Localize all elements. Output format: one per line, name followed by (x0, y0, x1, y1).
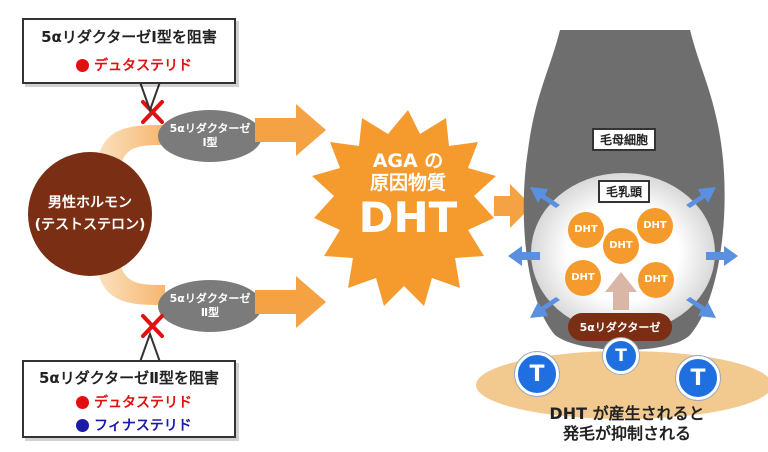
testosterone-marker: T (515, 352, 559, 396)
hormone-line1: 男性ホルモン (48, 195, 132, 211)
callout-type2-inhibition: 5αリダクターゼⅡ型を阻害 デュタステリド フィナステリド (22, 360, 236, 438)
dht-burst-big: DHT (358, 193, 458, 242)
small-dht-bursts (565, 208, 674, 298)
drug-item: フィナステリド (76, 415, 234, 435)
enzyme-type2-type: Ⅱ型 (200, 306, 220, 319)
dht-burst-label: AGA の 原因物質 DHT (330, 150, 486, 242)
drug-name: デュタステリド (94, 58, 192, 74)
dht-burst (312, 110, 496, 306)
hormone-label: 男性ホルモン (テストステロン) (28, 192, 152, 236)
drug-name: デュタステリド (94, 395, 192, 411)
small-dht-label: DHT (571, 272, 595, 283)
dermal-papilla-label: 毛乳頭 (598, 180, 651, 203)
testosterone-marker: T (676, 356, 720, 400)
callout-bottom-pointer (138, 331, 162, 363)
follicle-enzyme-label: 5αリダクターゼ (579, 321, 661, 334)
enzyme-type2-label: 5αリダクターゼ Ⅱ型 (160, 292, 260, 320)
hormone-circle (28, 152, 152, 276)
enzyme-type2-name: 5αリダクターゼ (169, 292, 251, 305)
enzyme-type1-type: Ⅰ型 (202, 136, 218, 149)
caption-line2: 発毛が抑制される (562, 424, 691, 443)
small-dht-label: DHT (643, 220, 667, 231)
enzyme-type1-label: 5αリダクターゼ Ⅰ型 (160, 122, 260, 150)
small-dht-label: DHT (609, 240, 633, 251)
hormone-line2: (テストステロン) (34, 217, 146, 233)
arrow-type1-to-dht (255, 104, 326, 156)
small-dht-label: DHT (644, 274, 668, 285)
drug-name: フィナステリド (94, 418, 192, 434)
outflow-arrows (508, 187, 738, 318)
drug-item: デュタステリド (76, 392, 234, 412)
callout-type1-title: 5αリダクターゼⅠ型を阻害 (41, 28, 217, 46)
arrow-type2-to-dht (255, 276, 326, 328)
callout-type2-title: 5αリダクターゼⅡ型を阻害 (38, 369, 220, 387)
dht-burst-line2: 原因物質 (369, 172, 446, 194)
hair-matrix-cell-label: 毛母細胞 (592, 128, 657, 151)
follicle-enzyme-pill: 5αリダクターゼ (568, 313, 672, 341)
drug-item: デュタステリド (76, 55, 234, 75)
enzyme-type2-oval (158, 280, 262, 332)
red-dot-icon (76, 58, 89, 72)
testosterone-marker: T (603, 338, 639, 374)
enzyme-up-arrow (605, 272, 637, 310)
callout-type1-inhibition: 5αリダクターゼⅠ型を阻害 デュタステリド (22, 18, 236, 84)
red-dot-icon (76, 395, 89, 409)
caption-line1: DHT が産生されると (549, 404, 705, 423)
block-x-marks (141, 100, 164, 338)
blue-dot-icon (76, 418, 89, 432)
result-caption: DHT が産生されると 発毛が抑制される (502, 404, 752, 444)
arrow-dht-to-follicle (494, 184, 532, 228)
dht-burst-line1: AGA の (372, 150, 444, 172)
enzyme-type1-oval (158, 110, 262, 162)
small-dht-label: DHT (574, 224, 598, 235)
enzyme-type1-name: 5αリダクターゼ (169, 122, 251, 135)
